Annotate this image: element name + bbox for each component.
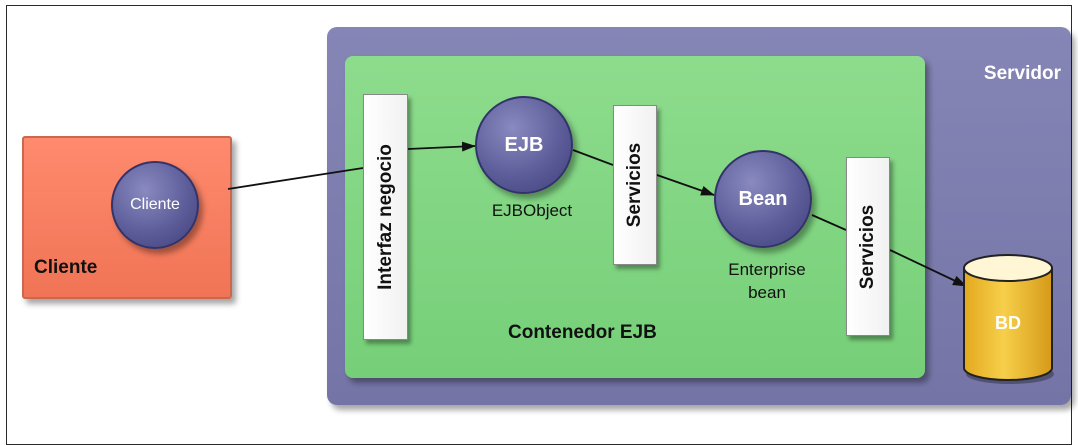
database-icon [963,254,1054,384]
arrow-cliente-to-interfaz [227,167,364,190]
ejb-circle-label: EJB [504,133,544,156]
database-cylinder: BD [960,250,1056,385]
arrow-ejb-to-servicios [572,149,614,166]
client-circle: Cliente [111,161,199,249]
bean-circle: Bean [714,150,812,248]
server-label: Servidor [983,63,1061,84]
arrow-servicios-to-db [889,249,967,287]
enterprise-bean-caption: Enterprise bean [697,258,837,304]
bean-circle-label: Bean [738,187,788,210]
servicios-panel-1: Servicios [613,105,657,265]
servicios-label-1: Servicios [624,142,645,228]
arrow-interfaz-to-ejb [407,141,476,152]
container-label: Contenedor EJB [508,322,657,343]
interfaz-negocio-panel: Interfaz negocio [363,94,408,340]
arrow-servicios-to-bean [656,174,715,196]
servicios-label-2: Servicios [857,204,878,289]
arrow-bean-to-servicios [811,214,847,231]
database-label: BD [995,313,1021,333]
client-box-label: Cliente [34,257,98,278]
servicios-panel-2: Servicios [846,157,890,336]
interfaz-negocio-label: Interfaz negocio [374,144,396,290]
ejbobject-caption: EJBObject [491,201,573,220]
connector-arrows [227,141,967,287]
enterprise-bean-caption-line2: bean [748,283,786,302]
client-circle-label: Cliente [130,196,180,213]
enterprise-bean-caption-line1: Enterprise [728,260,806,279]
ejb-circle: EJB [475,96,573,194]
